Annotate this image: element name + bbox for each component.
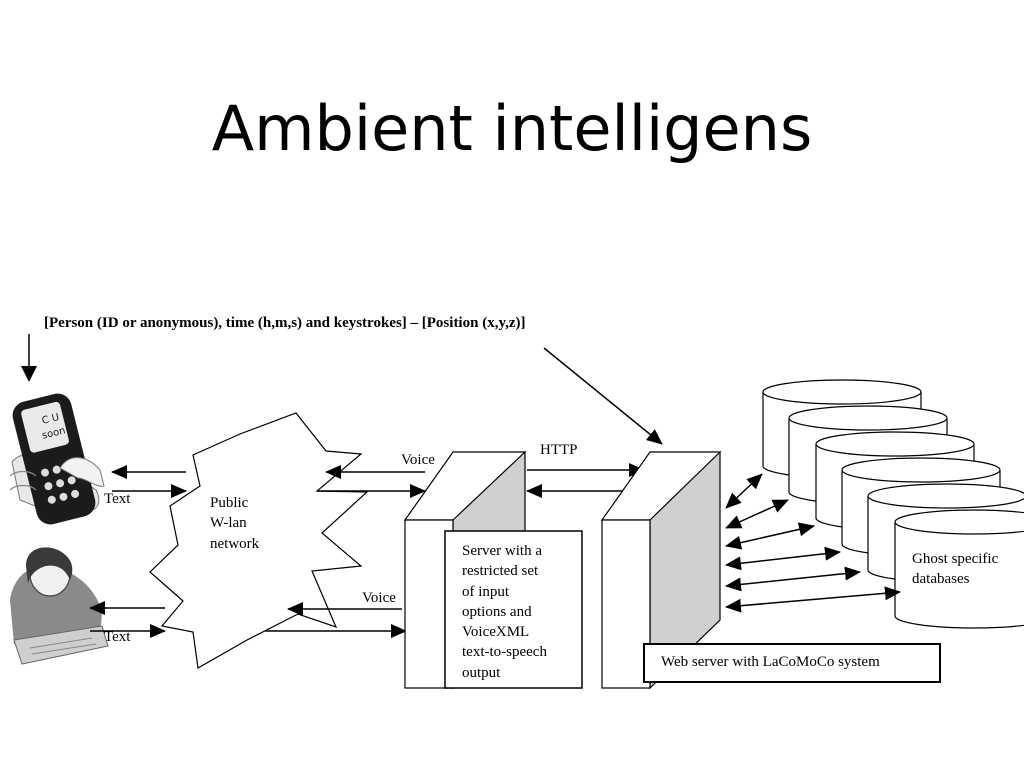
voice-server-line: text-to-speech [462,644,547,661]
voice-server-line: VoiceXML [462,624,530,641]
voice-server-line: Server with a [462,543,542,559]
database-label: Ghost specific databases [912,549,998,590]
db-arrow-3 [725,522,815,550]
db-arrow-5 [725,566,861,592]
voice-server-line: restricted set [462,563,539,580]
voice-server-line: options and [462,603,532,620]
db-arrow-2 [725,499,789,529]
voice-server-line: of input [462,583,510,600]
network-label-line: Public [210,495,249,511]
network-label: Public W-lan network [210,493,259,554]
http-label: HTTP [540,442,578,458]
person-laptop-icon [10,547,109,665]
person-text-label: Text [104,629,131,645]
data-header-line: [Person (ID or anonymous), time (h,m,s) … [44,315,526,331]
network-label-line: W-lan [210,515,247,532]
voice-server-block [403,450,583,690]
input-arrow-icon [21,334,37,382]
database-cylinder-6 [894,509,1024,629]
database-label-line: databases [912,571,970,588]
network-label-line: network [210,535,260,552]
db-arrow-1 [725,473,763,509]
slide-title: Ambient intelligens [211,92,813,165]
header-to-webserver-arrow [543,347,663,445]
web-server-block [600,450,941,690]
database-link-arrows [725,473,901,613]
voice-top-label: Voice [401,452,435,468]
db-arrow-4 [725,546,841,571]
wlan-network-shape [149,412,369,669]
phone-text-label: Text [104,491,131,507]
database-stack [762,379,1024,629]
voice-server-line: output [462,664,501,681]
db-arrow-6 [725,586,901,613]
voice-server-label: Server with a restricted set of input op… [462,541,547,683]
database-label-line: Ghost specific [912,551,999,567]
web-server-label: Web server with LaCoMoCo system [661,654,880,670]
mobile-phone-icon [9,393,105,525]
voice-bottom-label: Voice [362,590,396,606]
